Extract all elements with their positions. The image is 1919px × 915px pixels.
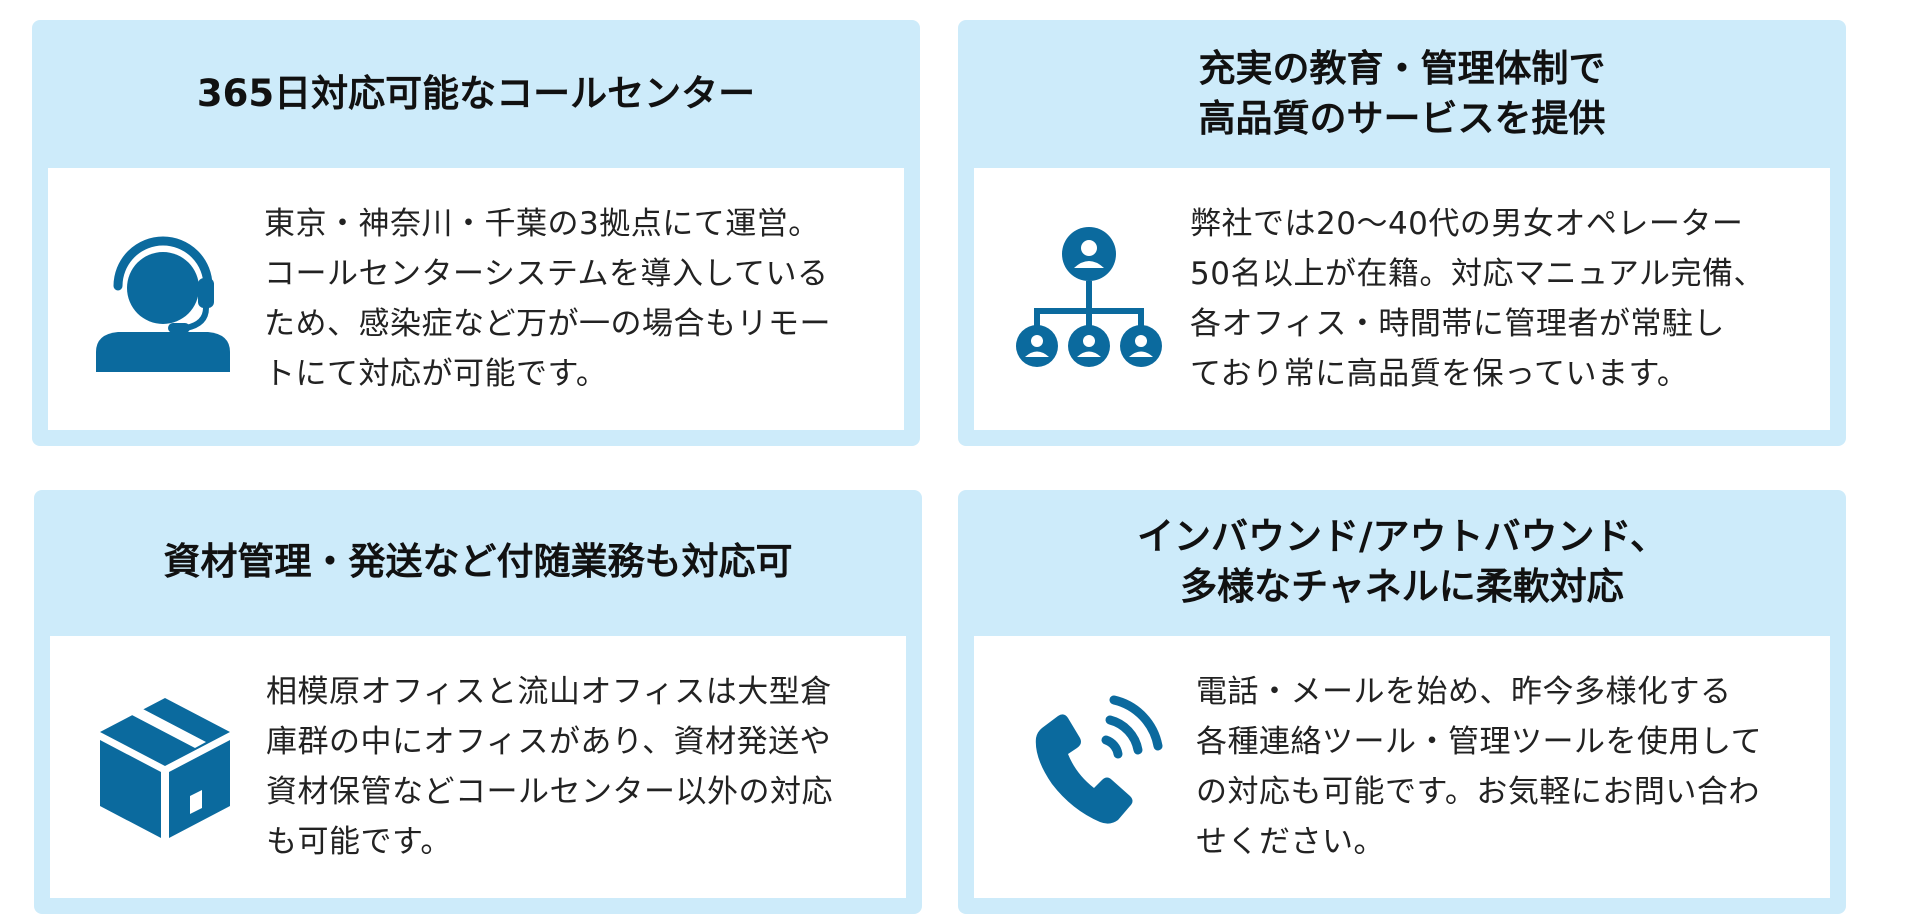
card-body: 東京・神奈川・千葉の3拠点にて運営。 コールセンターシステムを導入している ため…	[48, 168, 904, 430]
card-description: 東京・神奈川・千葉の3拠点にて運営。 コールセンターシステムを導入している ため…	[264, 199, 890, 399]
headset-operator-icon	[78, 214, 248, 384]
description-line: の対応も可能です。お気軽にお問い合わ	[1196, 774, 1760, 810]
description-line: 電話・メールを始め、昨今多様化する	[1196, 674, 1732, 710]
card-title-line: 高品質のサービスを提供	[1198, 97, 1606, 140]
card-body: 相模原オフィスと流山オフィスは大型倉 庫群の中にオフィスがあり、資材発送や 資材…	[50, 636, 906, 898]
card-description: 電話・メールを始め、昨今多様化する 各種連絡ツール・管理ツールを使用して の対応…	[1196, 667, 1816, 867]
description-line: ため、感染症など万が一の場合もリモー	[264, 306, 831, 342]
package-box-icon	[80, 682, 250, 852]
description-line: 庫群の中にオフィスがあり、資材発送や	[266, 724, 832, 760]
description-line: 相模原オフィスと流山オフィスは大型倉	[266, 674, 832, 710]
description-line: 東京・神奈川・千葉の3拠点にて運営。	[264, 206, 820, 242]
description-line: も可能です。	[266, 824, 452, 860]
card-body: 電話・メールを始め、昨今多様化する 各種連絡ツール・管理ツールを使用して の対応…	[974, 636, 1830, 898]
card-description: 相模原オフィスと流山オフィスは大型倉 庫群の中にオフィスがあり、資材発送や 資材…	[266, 667, 892, 867]
card-title-line: 充実の教育・管理体制で	[1198, 47, 1606, 90]
card-title: 充実の教育・管理体制で 高品質のサービスを提供	[958, 20, 1846, 168]
card-title-line: 多様なチャネルに柔軟対応	[1180, 565, 1624, 608]
card-title: インバウンド/アウトバウンド、 多様なチャネルに柔軟対応	[958, 490, 1846, 634]
description-line: コールセンターシステムを導入している	[264, 256, 829, 292]
card-title-line: 365日対応可能なコールセンター	[196, 72, 756, 115]
card-title-line: インバウンド/アウトバウンド、	[1136, 515, 1668, 558]
card-description: 弊社では20～40代の男女オペレーター 50名以上が在籍。対応マニュアル完備、 …	[1190, 199, 1816, 399]
description-line: 各オフィス・時間帯に管理者が常駐し	[1190, 306, 1725, 342]
feature-card-channels: インバウンド/アウトバウンド、 多様なチャネルに柔軟対応 電話・メールを始め、昨…	[958, 490, 1846, 914]
description-line: ており常に高品質を保っています。	[1190, 356, 1689, 392]
description-line: トにて対応が可能です。	[264, 356, 608, 392]
card-title: 資材管理・発送など付随業務も対応可	[34, 490, 922, 634]
description-line: 弊社では20～40代の男女オペレーター	[1190, 206, 1744, 242]
feature-card-training: 充実の教育・管理体制で 高品質のサービスを提供	[958, 20, 1846, 446]
description-line: 各種連絡ツール・管理ツールを使用して	[1196, 724, 1763, 760]
description-line: せください。	[1196, 824, 1385, 860]
card-body: 弊社では20～40代の男女オペレーター 50名以上が在籍。対応マニュアル完備、 …	[974, 168, 1830, 430]
feature-card-call-center: 365日対応可能なコールセンター 東京・神奈川・千葉の3拠点にて運営。 コールセ…	[32, 20, 920, 446]
description-line: 資材保管などコールセンター以外の対応	[266, 774, 833, 810]
phone-call-icon	[1004, 682, 1174, 852]
card-title: 365日対応可能なコールセンター	[32, 20, 920, 168]
card-title-line: 資材管理・発送など付随業務も対応可	[163, 540, 793, 583]
org-chart-icon	[1004, 214, 1174, 384]
description-line: 50名以上が在籍。対応マニュアル完備、	[1190, 256, 1766, 292]
feature-card-logistics: 資材管理・発送など付随業務も対応可 相模原オフィスと流山オフィスは大型倉 庫群の…	[34, 490, 922, 914]
